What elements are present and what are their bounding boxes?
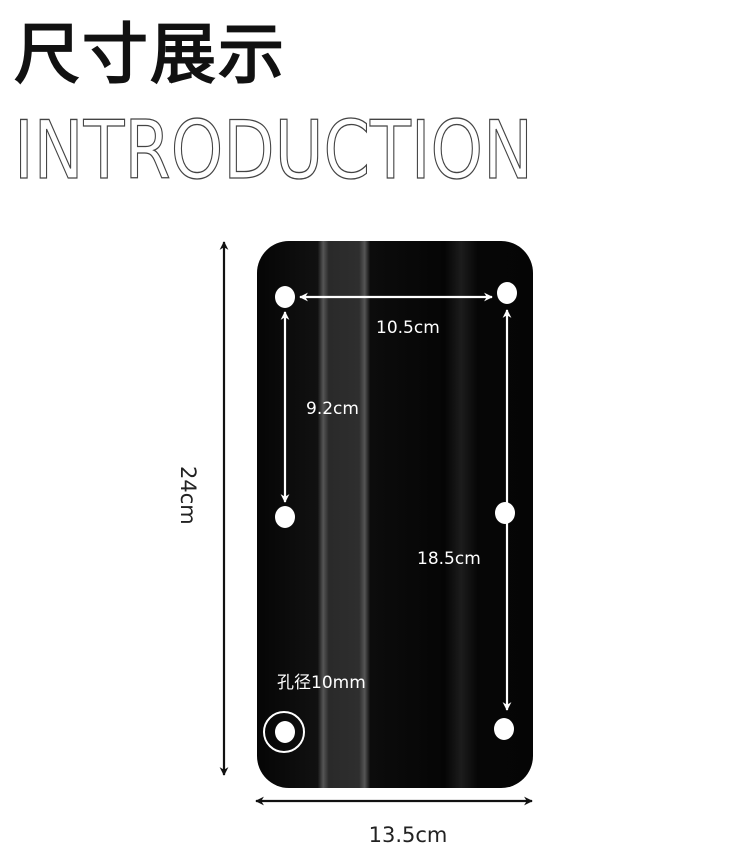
hole: [275, 721, 295, 743]
hole: [275, 506, 295, 528]
hole: [275, 286, 295, 308]
label-vertical-long: 18.5cm: [417, 549, 481, 569]
hole: [497, 282, 517, 304]
hole: [495, 502, 515, 524]
label-plate-width: 13.5cm: [369, 823, 448, 847]
mounting-plate: [257, 241, 533, 788]
page-title: 尺寸展示: [14, 16, 286, 93]
hole-highlight-circle: [263, 711, 305, 753]
hole: [494, 718, 514, 740]
label-hole-diameter: 孔径10mm: [277, 673, 366, 693]
label-horizontal-spacing: 10.5cm: [376, 318, 440, 338]
label-vertical-short: 9.2cm: [306, 399, 359, 419]
label-plate-height: 24cm: [176, 466, 200, 525]
page-subtitle: INTRODUCTION: [14, 104, 533, 197]
